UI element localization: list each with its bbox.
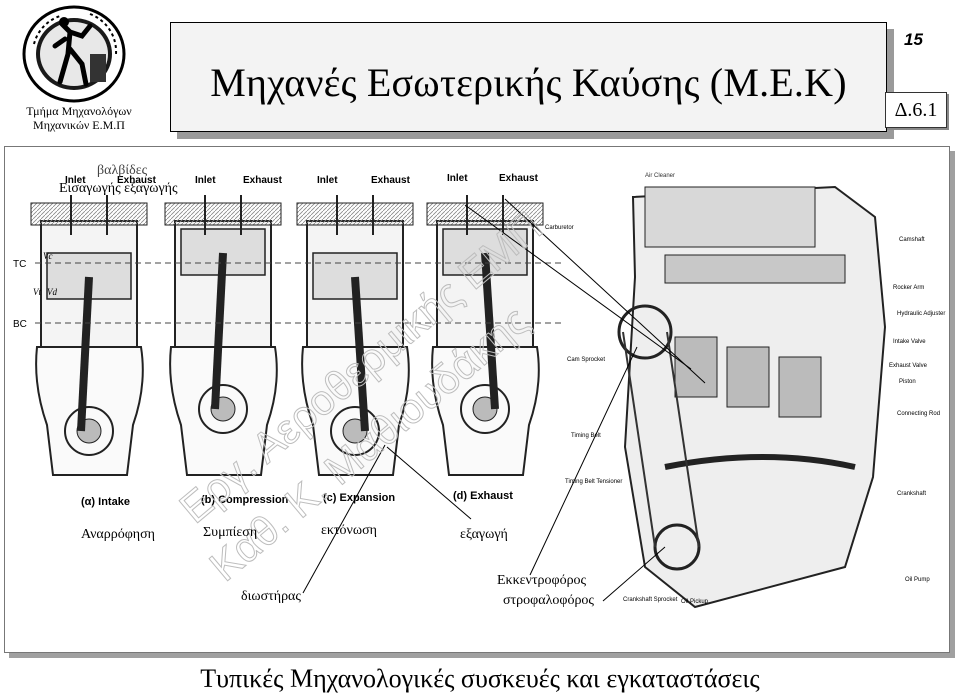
part-oil-pump: Oil Pump [905,577,930,583]
part-timing-belt-tensioner: Timing Belt Tensioner [565,479,622,485]
stroke-caption-exhaust: (d) Exhaust [453,490,513,502]
inlet-label-1: Inlet [65,175,86,186]
inlet-label-4: Inlet [447,173,468,184]
part-hydraulic-adjuster: Hydraulic Adjuster [897,311,945,317]
inlet-label-2: Inlet [195,175,216,186]
cylinder-expansion [296,195,414,476]
tc-label: TC [13,259,26,270]
bc-label: BC [13,319,27,330]
expansion-stroke-label: εκτόνωση [321,523,377,538]
title-box: Μηχανές Εσωτερικής Καύσης (Μ.Ε.Κ) [170,22,887,132]
page-number: 15 [904,30,923,49]
vt-label: Vt [33,287,41,297]
department-line-2: Μηχανικών Ε.Μ.Π [33,118,125,132]
cylinder-exhaust [426,195,544,476]
compression-stroke-label: Συμπίεση [203,525,258,540]
engine-cutaway: Air Cleaner Camshaft Carburetor Rocker A… [545,173,945,609]
part-air-cleaner: Air Cleaner [645,173,675,179]
part-crankshaft: Crankshaft [897,491,926,497]
part-connecting-rod: Connecting Rod [897,411,940,417]
stroke-caption-compression: (b) Compression [201,494,289,506]
part-carburetor: Carburetor [545,225,574,231]
exhaust-label-1: Exhaust [117,175,157,186]
university-logo [22,5,126,103]
connecting-rod-label: διωστήρας [241,589,301,604]
exhaust-label-3: Exhaust [371,175,411,186]
figure-frame: TC BC Vc Vt Vd Inlet Exhaust Inlet Exhau… [4,146,950,653]
page-title: Μηχανές Εσωτερικής Καύσης (Μ.Ε.Κ) [210,60,847,105]
inlet-label-3: Inlet [317,175,338,186]
valves-label: βαλβίδες [97,163,148,178]
pointer-lines [302,198,706,602]
cylinder-intake [30,195,148,476]
vd-label: Vd [47,287,57,297]
svg-text:Air Cleaner: Air Cleaner [645,173,675,179]
part-oil-pickup: Oil Pickup [681,599,709,605]
department-name: Τμήμα Μηχανολόγων Μηχανικών Ε.Μ.Π [4,104,154,132]
part-rocker-arm: Rocker Arm [893,285,924,291]
exhaust-label-2: Exhaust [243,175,283,186]
crankshaft-label: στροφαλοφόρος [503,593,594,608]
camshaft-label: Εκκεντροφόρος [497,573,587,588]
exhaust-label-4: Exhaust [499,173,539,184]
vc-label: Vc [43,251,53,261]
part-piston: Piston [899,379,916,385]
part-timing-belt: Timing Belt [571,433,601,439]
intake-exhaust-label: Εισαγωγής εξαγωγής [59,181,178,196]
stroke-caption-expansion: (c) Expansion [323,492,395,504]
intake-stroke-label: Αναρρόφηση [81,527,155,542]
part-exhaust-valve: Exhaust Valve [889,363,928,369]
cylinder-compression [164,195,282,476]
exhaust-stroke-label: εξαγωγή [460,527,508,542]
department-line-1: Τμήμα Μηχανολόγων [26,104,132,118]
part-crankshaft-sprocket: Crankshaft Sprocket [623,597,678,603]
section-number: Δ.6.1 [885,92,947,128]
part-camshaft: Camshaft [899,237,925,243]
stroke-diagrams [30,195,544,476]
engine-figure: TC BC Vc Vt Vd Inlet Exhaust Inlet Exhau… [13,173,945,609]
part-intake-valve: Intake Valve [893,339,926,345]
stroke-caption-intake: (α) Intake [81,496,130,508]
footer-title: Τυπικές Μηχανολογικές συσκευές και εγκατ… [200,664,760,693]
part-cam-sprocket: Cam Sprocket [567,357,605,363]
